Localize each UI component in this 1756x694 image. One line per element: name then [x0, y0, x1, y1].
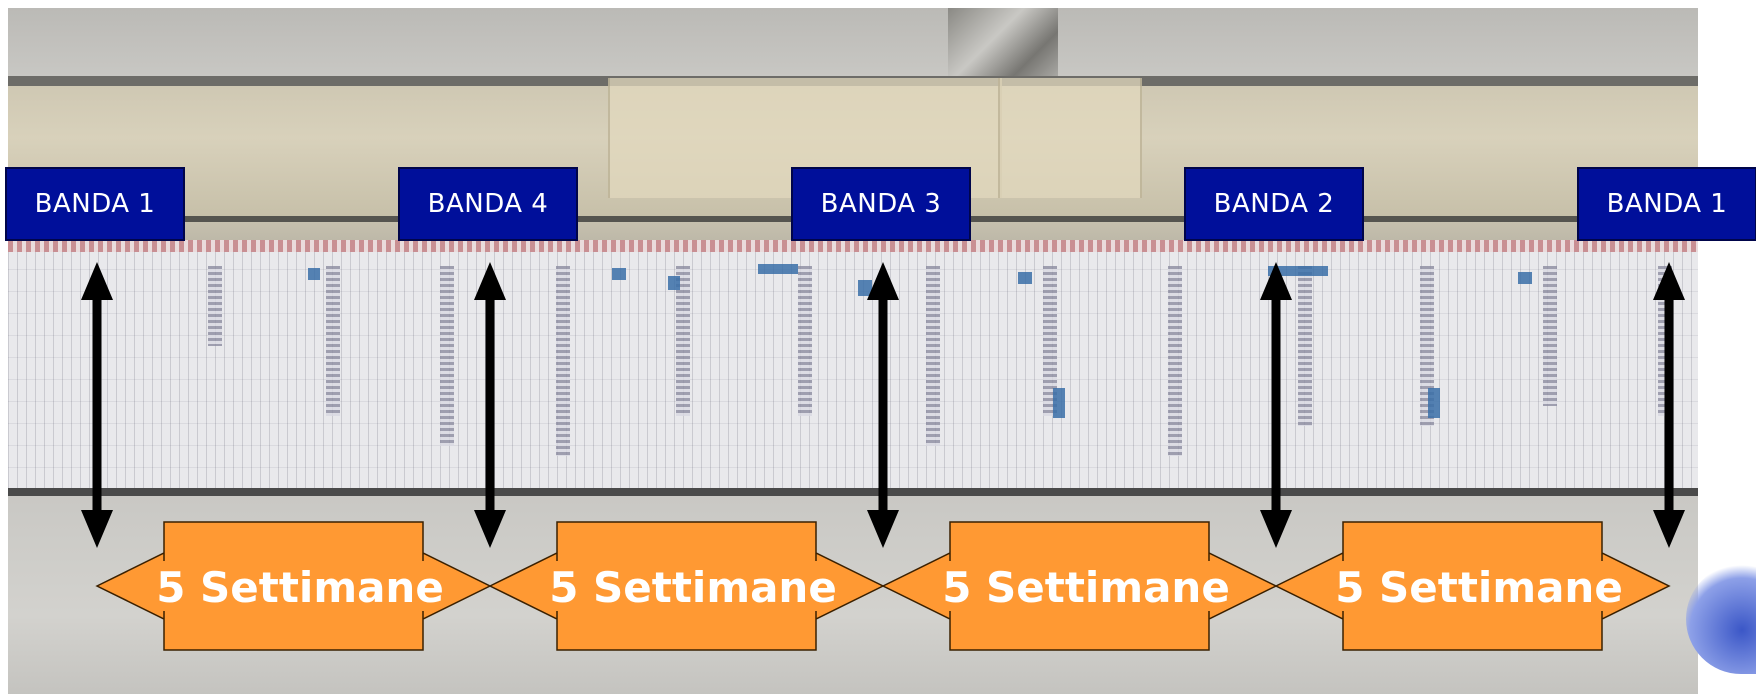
interval-label: 5 Settimane	[156, 563, 444, 612]
blue-ink-mark	[1018, 272, 1032, 284]
wall-top	[8, 8, 1698, 76]
blue-ink-mark	[668, 276, 680, 290]
vertical-double-arrow	[474, 262, 506, 548]
recorder-trace	[1043, 266, 1057, 416]
band-label-2: BANDA 2	[1184, 167, 1364, 241]
blue-ink-mark	[1518, 272, 1532, 284]
blue-ink-mark	[308, 268, 320, 280]
blue-ink-mark	[1268, 266, 1328, 276]
recorder-trace	[440, 266, 454, 446]
blue-ink-mark	[612, 268, 626, 280]
chart-paper	[8, 240, 1698, 490]
vertical-double-arrow	[1260, 262, 1292, 548]
vertical-double-arrow	[867, 262, 899, 548]
recorder-trace	[676, 266, 690, 416]
blue-ink-mark	[858, 280, 872, 296]
interval-label: 5 Settimane	[549, 563, 837, 612]
recorder-trace	[798, 266, 812, 416]
band-label-4: BANDA 4	[398, 167, 578, 241]
recorder-trace	[926, 266, 940, 446]
band-label-1-repeat: BANDA 1	[1577, 167, 1756, 241]
band-label-3: BANDA 3	[791, 167, 971, 241]
recorder-trace	[1168, 266, 1182, 456]
recorder-trace	[208, 266, 222, 346]
blue-ink-mark	[1053, 388, 1065, 418]
vertical-double-arrow	[81, 262, 113, 548]
chart-paper-edge	[8, 240, 1698, 252]
vertical-double-arrow	[1653, 262, 1685, 548]
recorder-trace	[1420, 266, 1434, 426]
band-label-1: BANDA 1	[5, 167, 185, 241]
interval-double-arrow	[1274, 521, 1671, 651]
interval-label: 5 Settimane	[1335, 563, 1623, 612]
interval-label: 5 Settimane	[942, 563, 1230, 612]
recorder-trace	[326, 266, 340, 416]
bottom-rail	[8, 488, 1698, 496]
tape-piece	[998, 78, 1142, 198]
blue-ink-mark	[758, 264, 798, 274]
recorder-trace	[1298, 266, 1312, 426]
blue-ink-mark	[1428, 388, 1440, 418]
recorder-trace	[556, 266, 570, 456]
metal-clip	[948, 8, 1058, 88]
recorder-trace	[1543, 266, 1557, 406]
